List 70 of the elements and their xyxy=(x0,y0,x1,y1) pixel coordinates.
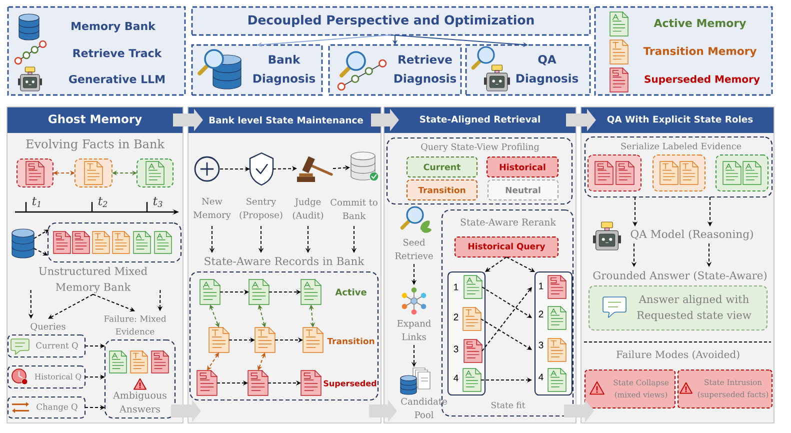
tag-box: Transition xyxy=(406,180,478,200)
arrow xyxy=(34,230,49,239)
legend-label: Memory Bank xyxy=(72,22,156,32)
time-label: t$_{2}$ xyxy=(98,197,108,207)
arrow xyxy=(506,256,535,272)
document-icon xyxy=(248,279,270,305)
rank-number: 4 xyxy=(538,374,544,380)
tag-box: Current xyxy=(406,156,478,178)
rank-number: 1 xyxy=(539,282,544,290)
document-icon xyxy=(254,327,276,353)
group-heading: Grounded Answer (State-Aware) xyxy=(593,271,766,281)
rank-number: 3 xyxy=(538,342,544,348)
arrow xyxy=(48,294,94,319)
arrow xyxy=(34,248,48,256)
tag-box: Historical Query xyxy=(454,236,558,258)
panel-header: QA With Explicit State Roles xyxy=(581,107,774,133)
group-heading: State-Aware Rerank xyxy=(460,218,556,226)
tag-box: Historical xyxy=(486,156,558,178)
section-label: Evolving Facts in Bank xyxy=(26,139,165,151)
icon-caption: Seed Retrieve xyxy=(395,238,433,260)
result-box: Ambiguous Answers xyxy=(104,339,176,419)
diagnosis-box: Retrieve Diagnosis xyxy=(328,44,462,96)
rank-number: 3 xyxy=(454,346,458,352)
time-label: t$_{3}$ xyxy=(153,196,162,208)
rank-number: 4 xyxy=(454,374,458,382)
section-label: Failure Modes (Avoided) xyxy=(616,350,740,360)
icon-caption: New Memory xyxy=(194,198,231,220)
heading-box: Decoupled Perspective and Optimization xyxy=(191,6,591,36)
icon-caption: Candidate Pool xyxy=(401,398,447,418)
icon-caption: Judge (Audit) xyxy=(292,198,324,220)
arrow xyxy=(480,318,532,350)
document-icon xyxy=(300,279,322,305)
icon-caption: Sentry (Propose) xyxy=(240,198,282,220)
arrow xyxy=(482,286,532,318)
document-icon xyxy=(196,370,218,396)
legend-label: Transition Memory xyxy=(643,46,757,58)
icon-caption: Expand Links xyxy=(397,320,431,340)
document-icon xyxy=(208,327,230,353)
rank-number: 2 xyxy=(538,310,544,318)
row-label: Active xyxy=(335,288,366,296)
double-arrow xyxy=(209,304,220,328)
document-icon xyxy=(248,370,268,396)
arrow xyxy=(485,256,507,272)
legend-label: Generative LLM xyxy=(69,74,165,84)
tag-box: Neutral xyxy=(488,180,558,200)
legend-label: Retrieve Track xyxy=(73,48,162,58)
text-label: Unstructured Mixed Memory Bank xyxy=(38,266,148,294)
panel-header: Ghost Memory xyxy=(7,107,183,133)
icon-caption: Commit to Bank xyxy=(330,198,378,220)
time-label: t$_{1}$ xyxy=(32,197,40,207)
document-icon xyxy=(200,279,220,305)
database-icon xyxy=(12,228,34,258)
group-heading: Query State-View Profiling xyxy=(421,143,540,152)
text-label: Queries xyxy=(30,322,66,332)
query-box: Current Q xyxy=(7,334,86,358)
query-box: Change Q xyxy=(7,396,86,419)
legend-label: Superseded Memory xyxy=(644,75,760,85)
rank-number: 2 xyxy=(454,314,458,320)
text-label: Failure: Mixed Evidence xyxy=(104,315,166,335)
double-arrow xyxy=(207,352,219,370)
group-heading: Serialize Labeled Evidence xyxy=(621,142,742,150)
document-icon xyxy=(300,370,322,396)
text-label: QA Model (Reasoning) xyxy=(630,230,753,240)
group-heading: State-Aware Records in Bank xyxy=(204,256,364,266)
legend-label: Active Memory xyxy=(654,18,746,30)
group-footer: State fit xyxy=(491,402,526,408)
document-icon xyxy=(302,327,324,353)
rank-number: 1 xyxy=(454,284,458,290)
arrow xyxy=(482,287,532,352)
answer-box: Answer aligned with Requested state view xyxy=(588,285,768,331)
